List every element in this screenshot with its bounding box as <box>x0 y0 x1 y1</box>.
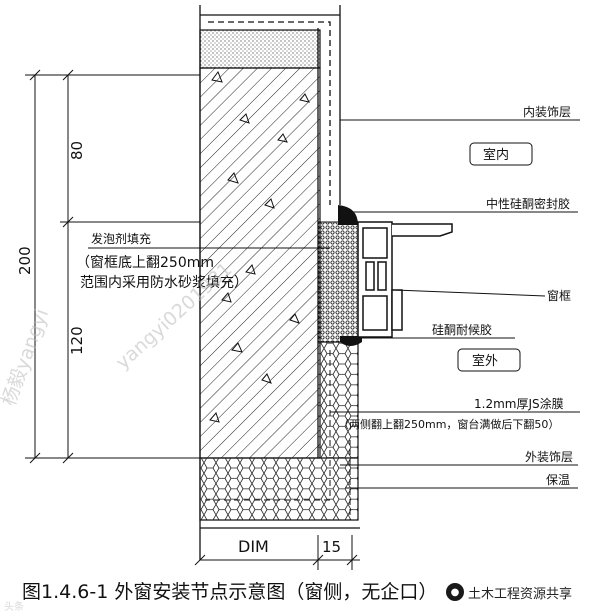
dim-dim: DIM <box>238 537 269 556</box>
label-interior: 室内 <box>483 147 509 163</box>
dimension-lines <box>25 69 360 570</box>
wechat-icon: ● <box>446 583 464 601</box>
label-exterior: 室外 <box>472 353 498 369</box>
dim-fifteen: 15 <box>322 538 341 556</box>
label-interior-finish: 内装饰层 <box>523 105 571 119</box>
label-window-frame: 窗框 <box>547 289 571 303</box>
source-credit: ● 土木工程资源共享 <box>446 580 594 604</box>
watermark-bottom-left: 头条 <box>4 602 24 613</box>
foam-fill-area <box>317 221 359 343</box>
figure-caption: 图1.4.6-1 外窗安装节点示意图（窗侧，无企口） <box>22 581 438 603</box>
exterior-finish-line <box>205 440 351 521</box>
dim-upper: 80 <box>68 141 86 160</box>
dim-lower: 120 <box>68 326 86 355</box>
label-insulation: 保温 <box>546 473 570 487</box>
insulation-hex-right <box>318 342 358 458</box>
label-frame-note-2: 范围内采用防水砂浆填充） <box>80 274 248 291</box>
label-js-coating-note: （两侧翻上翻250mm，窗台满做后下翻50） <box>338 417 559 431</box>
concrete-wall <box>199 67 321 459</box>
label-foam-fill: 发泡剂填充 <box>91 231 151 246</box>
sealant-top <box>338 205 358 225</box>
label-silicone-protect: 硅酮耐候胶 <box>432 322 492 337</box>
insulation-hex-bottom <box>200 458 358 520</box>
source-name: 土木工程资源共享 <box>468 586 573 602</box>
exterior-box <box>457 348 521 372</box>
dim-total: 200 <box>16 246 34 275</box>
interior-box <box>469 142 533 166</box>
leader-lines <box>88 119 580 489</box>
label-frame-note-1: （窗框底上翻250mm <box>76 254 214 271</box>
label-js-coating: 1.2mm厚JS涂膜 <box>474 396 564 411</box>
label-neutral-silicone: 中性硅酮密封胶 <box>486 196 570 211</box>
sealant-bottom <box>340 336 362 346</box>
js-membrane <box>205 350 331 501</box>
top-screed <box>199 29 321 69</box>
window-frame-profile <box>357 221 453 338</box>
label-exterior-finish: 外装饰层 <box>525 450 573 464</box>
